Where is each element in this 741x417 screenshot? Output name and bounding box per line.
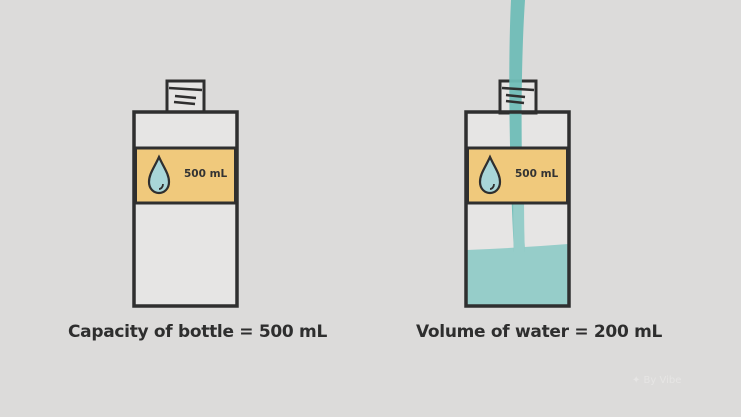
water-drop-icon [478,154,502,195]
right-bottle-label: 500 mL [515,168,559,180]
watermark: ✦ By Vibe [632,375,682,386]
left-bottle-label: 500 mL [184,168,228,180]
capacity-caption: Capacity of bottle = 500 mL [68,322,328,342]
left-bottle [132,79,239,308]
volume-caption: Volume of water = 200 mL [416,322,663,342]
water-drop-icon [147,154,171,195]
right-bottle [464,0,571,308]
